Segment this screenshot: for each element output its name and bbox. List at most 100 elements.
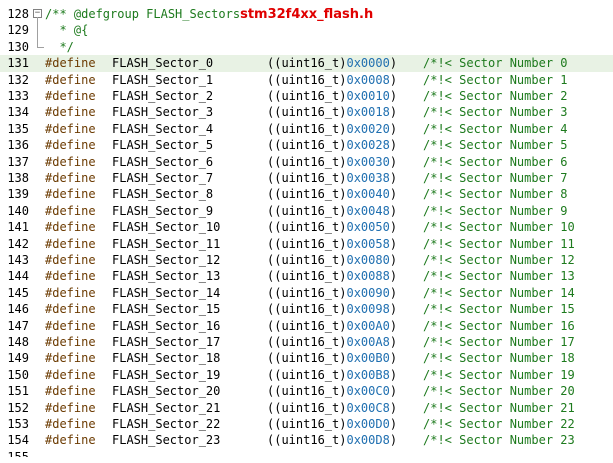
close-paren: ) — [389, 236, 398, 251]
line-number: 129 — [7, 23, 29, 38]
close-paren: ) — [389, 253, 398, 267]
macro-name: FLASH_Sector_18 — [112, 351, 221, 366]
line-number: 131 — [7, 56, 29, 71]
hex-value: 0x0040 — [346, 187, 390, 202]
type-cast: ((uint16_t) — [267, 253, 347, 267]
define-keyword: #define — [45, 121, 96, 136]
close-paren: ) — [389, 335, 398, 349]
fold-guide-segment — [37, 22, 38, 39]
line-number: 133 — [7, 89, 29, 103]
code-line-130[interactable]: 130 */ — [0, 38, 613, 55]
close-paren: ) — [389, 400, 398, 415]
hex-value: 0x0030 — [346, 154, 390, 169]
code-text: * @{ — [45, 22, 88, 38]
macro-value: ((uint16_t)0x0038) — [267, 170, 397, 186]
line-number: 152 — [7, 400, 29, 415]
type-cast: ((uint16_t) — [267, 89, 347, 103]
comment-text: /** @defgroup FLASH_Sectors — [45, 7, 241, 21]
macro-value: ((uint16_t)0x0080) — [267, 252, 397, 268]
macro-value: ((uint16_t)0x0088) — [267, 268, 397, 284]
macro-value: ((uint16_t)0x0030) — [267, 154, 397, 170]
line-number: 141 — [7, 220, 29, 235]
code-line-155[interactable]: 155 — [0, 449, 613, 457]
close-paren: ) — [389, 351, 398, 366]
hex-value: 0x0008 — [346, 72, 390, 87]
sector-comment: /*!< Sector Number 5 — [423, 138, 568, 153]
hex-value: 0x0020 — [346, 121, 390, 136]
comment-text: * @{ — [45, 23, 89, 38]
define-keyword: #define — [45, 72, 96, 87]
close-paren: ) — [389, 138, 398, 153]
define-keyword: #define — [45, 367, 96, 382]
code-line-129[interactable]: 129 * @{ — [0, 22, 613, 39]
macro-name: FLASH_Sector_19 — [112, 367, 221, 382]
type-cast: ((uint16_t) — [267, 433, 347, 448]
close-paren: ) — [389, 187, 398, 202]
hex-value: 0x00C0 — [346, 384, 390, 399]
type-cast: ((uint16_t) — [267, 318, 347, 333]
macro-value: ((uint16_t)0x00C8) — [267, 400, 397, 416]
type-cast: ((uint16_t) — [267, 269, 347, 284]
type-cast: ((uint16_t) — [267, 105, 347, 120]
macro-value: ((uint16_t)0x0040) — [267, 186, 397, 202]
hex-value: 0x0090 — [346, 285, 390, 300]
line-number: 139 — [7, 187, 29, 202]
fold-minus-icon[interactable]: − — [31, 6, 43, 23]
hex-value: 0x0038 — [346, 171, 390, 185]
macro-name: FLASH_Sector_3 — [112, 105, 214, 120]
macro-name: FLASH_Sector_5 — [112, 138, 214, 153]
hex-value: 0x00D0 — [346, 417, 390, 431]
sector-comment: /*!< Sector Number 0 — [423, 56, 568, 71]
type-cast: ((uint16_t) — [267, 351, 347, 366]
hex-value: 0x00A0 — [346, 318, 390, 333]
hex-value: 0x00B8 — [346, 367, 390, 382]
code-line-128[interactable]: 128−/** @defgroup FLASH_Sectorsstm32f4xx… — [0, 6, 613, 23]
macro-name: FLASH_Sector_22 — [112, 417, 221, 431]
close-paren: ) — [389, 433, 398, 448]
define-keyword: #define — [45, 154, 96, 169]
macro-value: ((uint16_t)0x00B0) — [267, 350, 397, 366]
macro-name: FLASH_Sector_10 — [112, 220, 221, 235]
close-paren: ) — [389, 285, 398, 300]
line-number-gutter — [0, 0, 44, 463]
define-keyword: #define — [45, 433, 96, 448]
type-cast: ((uint16_t) — [267, 367, 347, 382]
fold-end-marker — [31, 38, 44, 55]
line-number: 142 — [7, 236, 29, 251]
sector-comment: /*!< Sector Number 6 — [423, 154, 568, 169]
sector-comment: /*!< Sector Number 8 — [423, 187, 568, 202]
line-number: 136 — [7, 138, 29, 153]
define-keyword: #define — [45, 269, 96, 284]
line-number: 140 — [7, 203, 29, 218]
macro-name: FLASH_Sector_1 — [112, 72, 214, 87]
macro-name: FLASH_Sector_12 — [112, 253, 221, 267]
type-cast: ((uint16_t) — [267, 203, 347, 218]
sector-comment: /*!< Sector Number 9 — [423, 203, 568, 218]
close-paren: ) — [389, 302, 398, 317]
